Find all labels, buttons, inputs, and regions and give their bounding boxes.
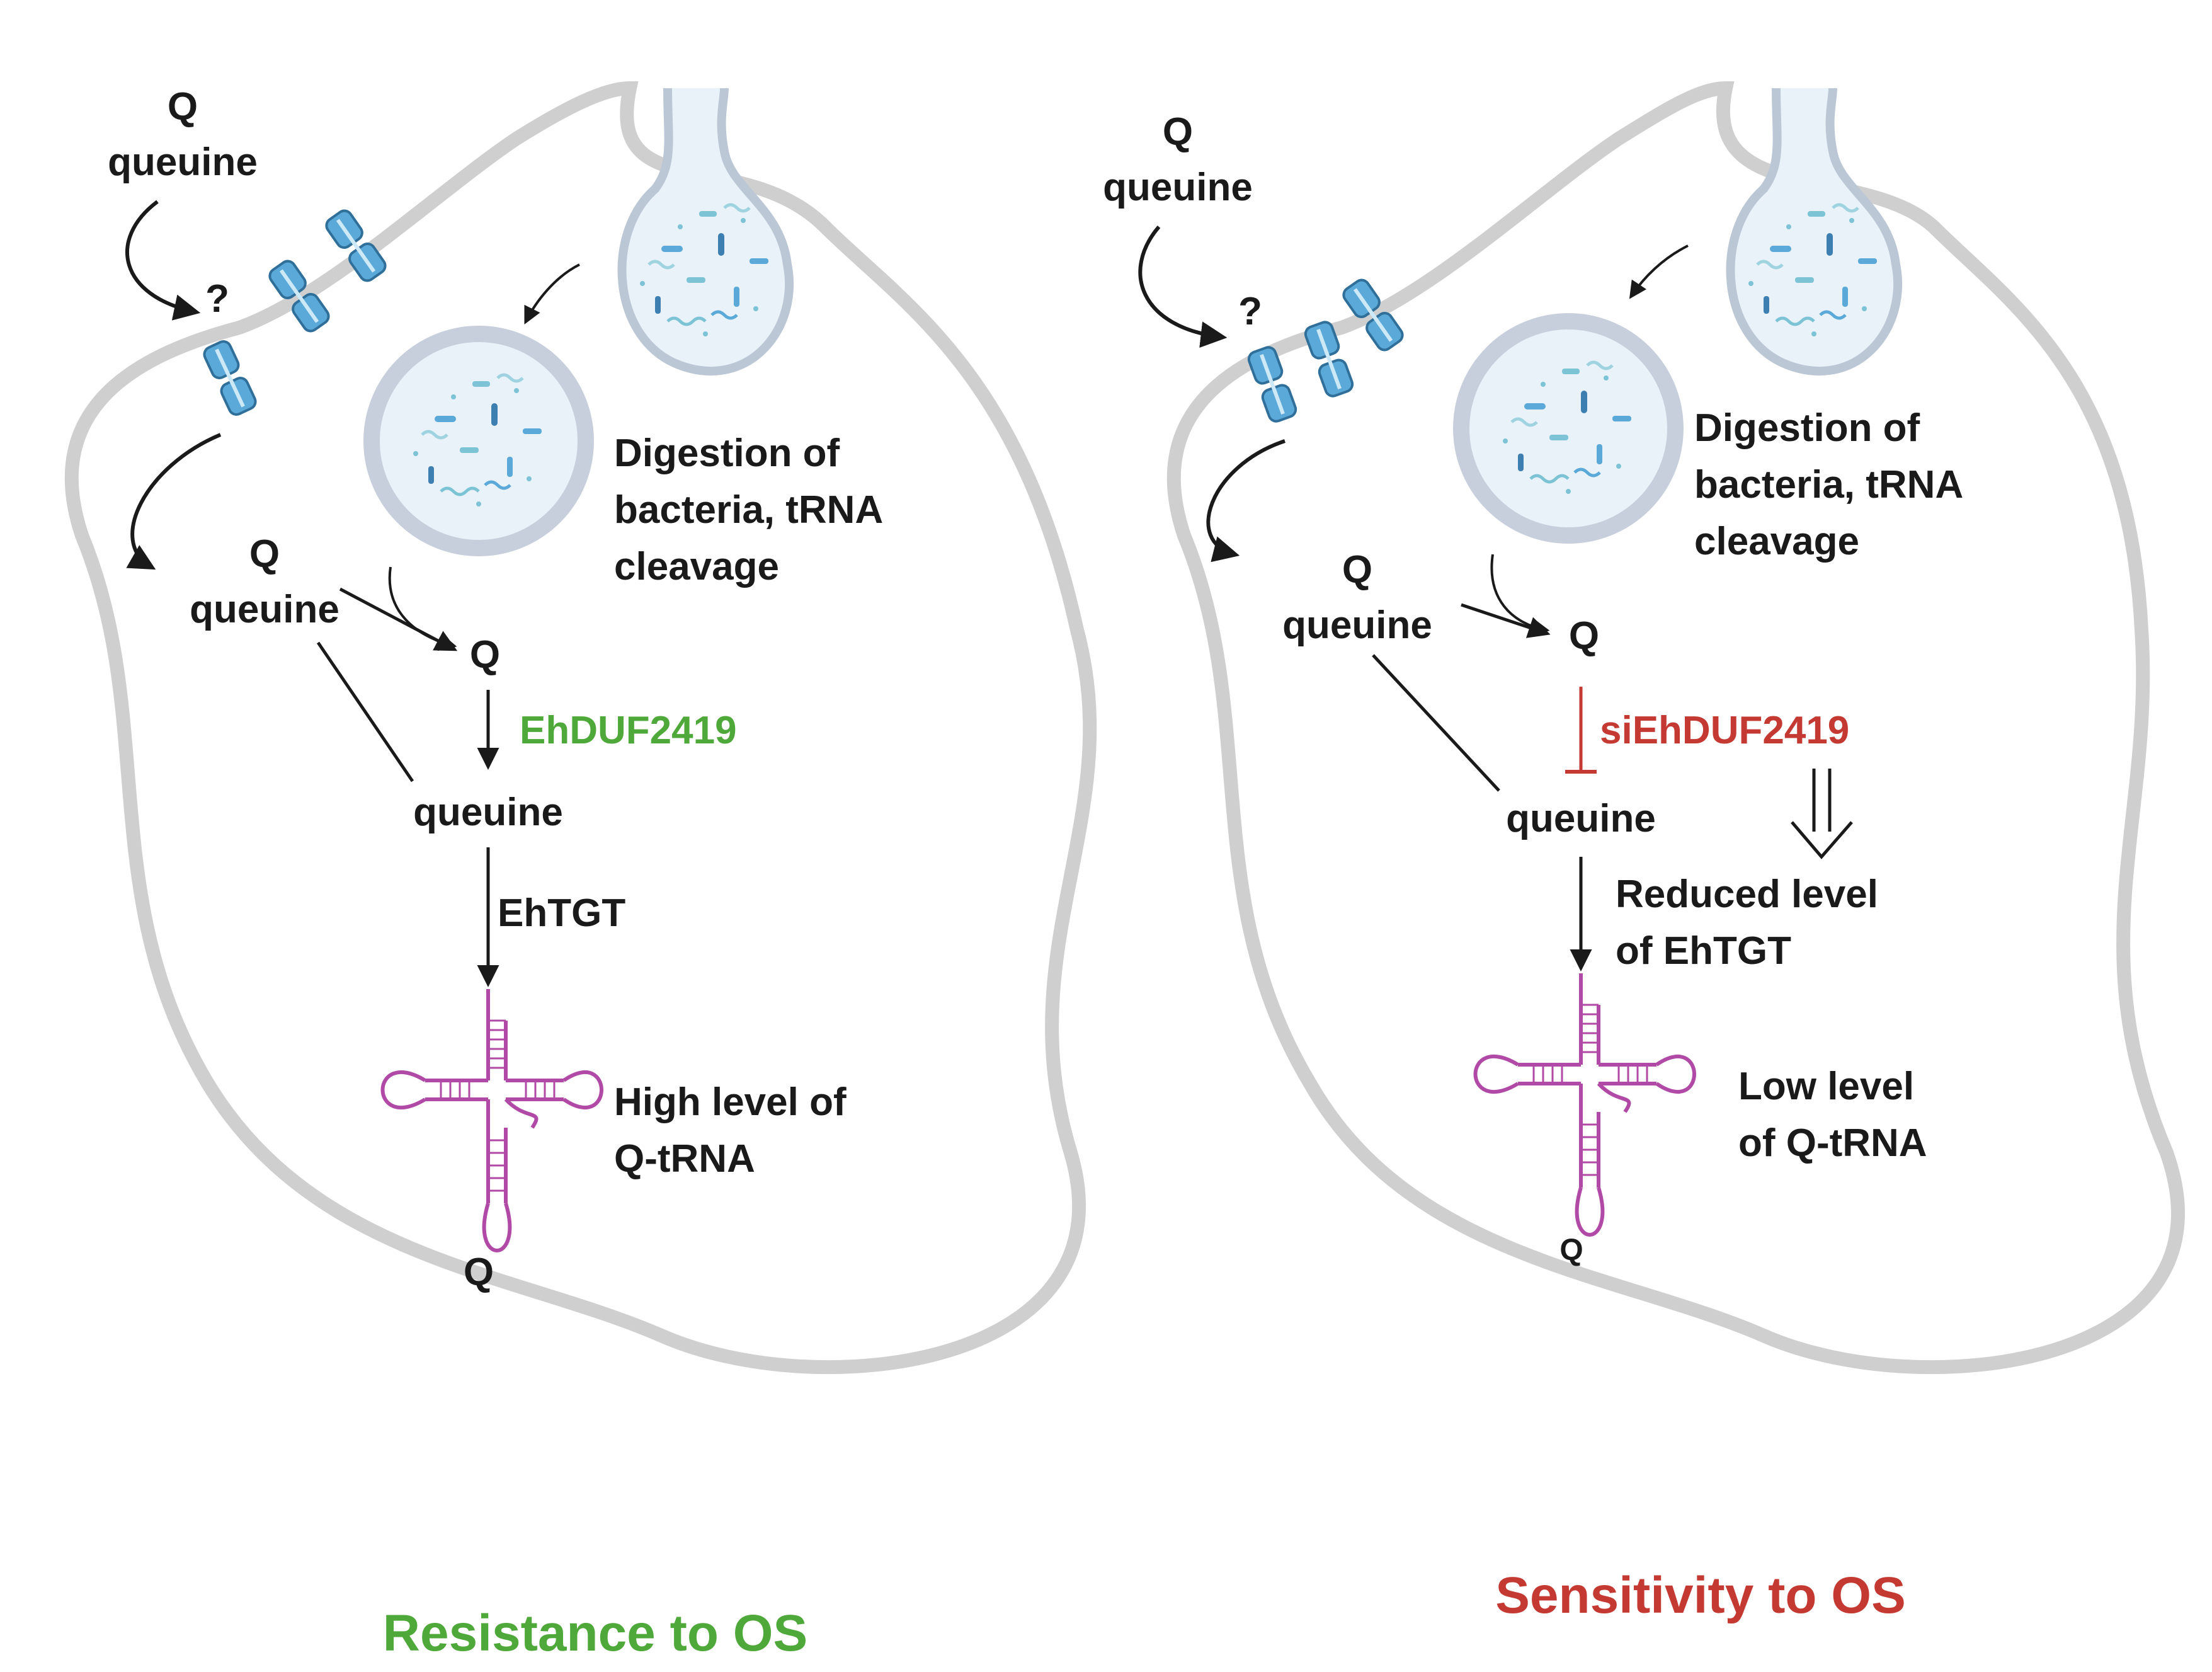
right-vesicle-arrow xyxy=(1629,244,1689,299)
svg-text:of EhTGT: of EhTGT xyxy=(1616,929,1791,973)
right-ext-q: Q xyxy=(1163,110,1193,154)
right-digestion-label: Digestion of bacteria, tRNA cleavage xyxy=(1694,406,1963,563)
left-cell-membrane xyxy=(64,81,1097,1375)
svg-text:cleavage: cleavage xyxy=(614,545,779,588)
left-enzyme-label: EhDUF2419 xyxy=(520,709,737,752)
right-internal-arrow xyxy=(1206,439,1286,563)
left-direct-line xyxy=(316,641,414,782)
svg-text:Low level: Low level xyxy=(1738,1065,1914,1108)
left-vesicle-arrow xyxy=(524,263,580,325)
right-direct-line xyxy=(1372,654,1500,792)
right-enzyme-label: siEhDUF2419 xyxy=(1600,709,1849,752)
left-int-queuine: queuine xyxy=(190,588,339,631)
right-int-queuine: queuine xyxy=(1282,604,1432,647)
right-q-after: Q xyxy=(1569,614,1599,658)
right-cell-membrane xyxy=(1166,81,2185,1375)
right-vacuole-to-q-arrow xyxy=(1490,554,1550,636)
svg-text:High level of: High level of xyxy=(614,1080,847,1124)
right-question-mark: ? xyxy=(1238,290,1262,333)
svg-text:Q-tRNA: Q-tRNA xyxy=(614,1137,755,1181)
left-vacuole-to-q-arrow xyxy=(388,566,457,651)
svg-text:bacteria, tRNA: bacteria, tRNA xyxy=(614,488,883,532)
right-trna-q: Q xyxy=(1559,1234,1583,1267)
left-trna-q: Q xyxy=(464,1251,494,1294)
left-question-mark: ? xyxy=(205,277,229,321)
right-endocytic-vesicle xyxy=(1726,88,1903,376)
right-trna-label: Low level of Q-tRNA xyxy=(1738,1065,1927,1165)
right-entry-arrow xyxy=(1138,226,1228,348)
left-digestive-vacuole xyxy=(363,326,594,556)
left-ext-q: Q xyxy=(168,85,198,129)
svg-text:of Q-tRNA: of Q-tRNA xyxy=(1738,1121,1927,1165)
svg-text:Reduced level: Reduced level xyxy=(1616,873,1878,916)
svg-text:bacteria, tRNA: bacteria, tRNA xyxy=(1694,463,1963,507)
left-ext-queuine: queuine xyxy=(108,140,258,184)
left-entry-arrow xyxy=(125,200,201,321)
right-ext-queuine: queuine xyxy=(1103,166,1253,209)
right-tgt-label: Reduced level of EhTGT xyxy=(1616,873,1878,973)
left-panel: Q queuine ? Q queuine Digestion of bacte… xyxy=(64,81,1097,1662)
left-q-after: Q xyxy=(470,633,500,677)
left-queuine-mid: queuine xyxy=(413,791,563,834)
right-queuine-mid: queuine xyxy=(1506,797,1656,840)
right-double-down-arrow-icon xyxy=(1791,769,1853,859)
svg-text:Digestion of: Digestion of xyxy=(1694,406,1920,450)
left-endocytic-vesicle xyxy=(617,88,794,376)
left-digestion-label: Digestion of bacteria, tRNA cleavage xyxy=(614,432,883,588)
right-digestive-vacuole xyxy=(1453,313,1684,544)
left-int-q: Q xyxy=(249,532,280,576)
left-internal-arrow xyxy=(126,433,222,570)
svg-text:Digestion of: Digestion of xyxy=(614,432,840,475)
right-panel: Q queuine ? Q queuine Digestion of bacte… xyxy=(1103,81,2185,1624)
right-caption: Sensitivity to OS xyxy=(1495,1567,1906,1624)
right-int-q: Q xyxy=(1342,548,1372,592)
left-tgt-label: EhTGT xyxy=(498,891,625,935)
svg-text:cleavage: cleavage xyxy=(1694,520,1859,563)
left-trna-label: High level of Q-tRNA xyxy=(614,1080,847,1181)
left-caption: Resistance to OS xyxy=(383,1605,807,1662)
